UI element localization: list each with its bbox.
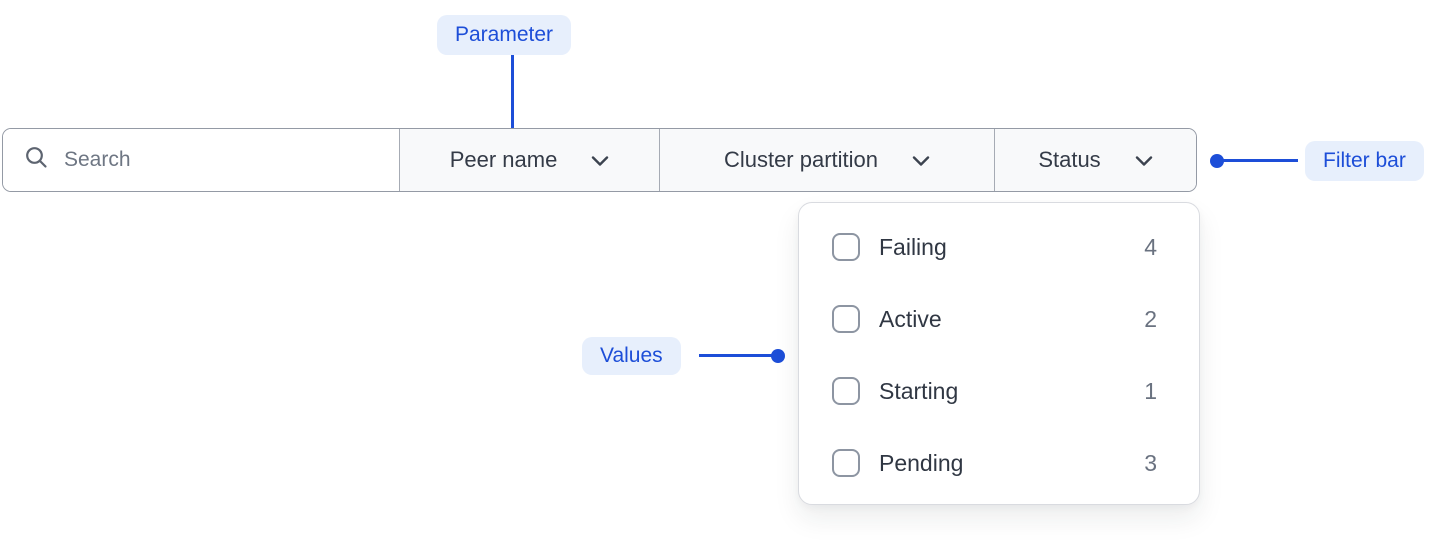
filter-bar-annotation-badge: Filter bar bbox=[1305, 141, 1424, 181]
search-segment bbox=[3, 129, 399, 191]
checkbox-icon[interactable] bbox=[832, 305, 860, 333]
checkbox-icon[interactable] bbox=[832, 233, 860, 261]
chevron-down-icon bbox=[1135, 147, 1153, 173]
dropdown-status[interactable]: Status bbox=[994, 129, 1196, 191]
status-option-label: Pending bbox=[879, 449, 964, 476]
status-option-active[interactable]: Active 2 bbox=[799, 283, 1199, 355]
checkbox-icon[interactable] bbox=[832, 377, 860, 405]
dropdown-peer-name-label: Peer name bbox=[449, 147, 558, 172]
parameter-connector-line bbox=[511, 55, 514, 140]
values-connector-line bbox=[699, 354, 773, 357]
parameter-annotation-badge: Parameter bbox=[437, 15, 572, 55]
status-option-pending[interactable]: Pending 3 bbox=[799, 427, 1199, 499]
status-option-count: 1 bbox=[1144, 377, 1157, 404]
search-icon bbox=[24, 145, 49, 175]
values-annotation-badge: Values bbox=[582, 337, 681, 375]
search-input[interactable] bbox=[64, 148, 394, 172]
values-connector-dot bbox=[771, 349, 785, 363]
dropdown-status-label: Status bbox=[1038, 147, 1101, 172]
chevron-down-icon bbox=[591, 147, 609, 173]
status-option-count: 3 bbox=[1144, 449, 1157, 476]
dropdown-cluster-partition[interactable]: Cluster partition bbox=[659, 129, 994, 191]
chevron-down-icon bbox=[912, 147, 930, 173]
checkbox-icon[interactable] bbox=[832, 449, 860, 477]
status-dropdown-panel: Failing 4 Active 2 Starting 1 Pending 3 bbox=[798, 202, 1200, 505]
status-option-count: 2 bbox=[1144, 305, 1157, 332]
filter-bar: Peer name Cluster partition Status bbox=[2, 128, 1197, 192]
filter-bar-connector-dot bbox=[1210, 154, 1224, 168]
status-option-label: Failing bbox=[879, 233, 947, 260]
status-option-label: Starting bbox=[879, 377, 959, 404]
dropdown-peer-name[interactable]: Peer name bbox=[399, 129, 659, 191]
status-option-starting[interactable]: Starting 1 bbox=[799, 355, 1199, 427]
filter-bar-connector-line bbox=[1219, 159, 1298, 162]
dropdown-cluster-partition-label: Cluster partition bbox=[723, 147, 879, 172]
status-option-label: Active bbox=[879, 305, 942, 332]
status-option-failing[interactable]: Failing 4 bbox=[799, 211, 1199, 283]
status-option-count: 4 bbox=[1144, 233, 1157, 260]
